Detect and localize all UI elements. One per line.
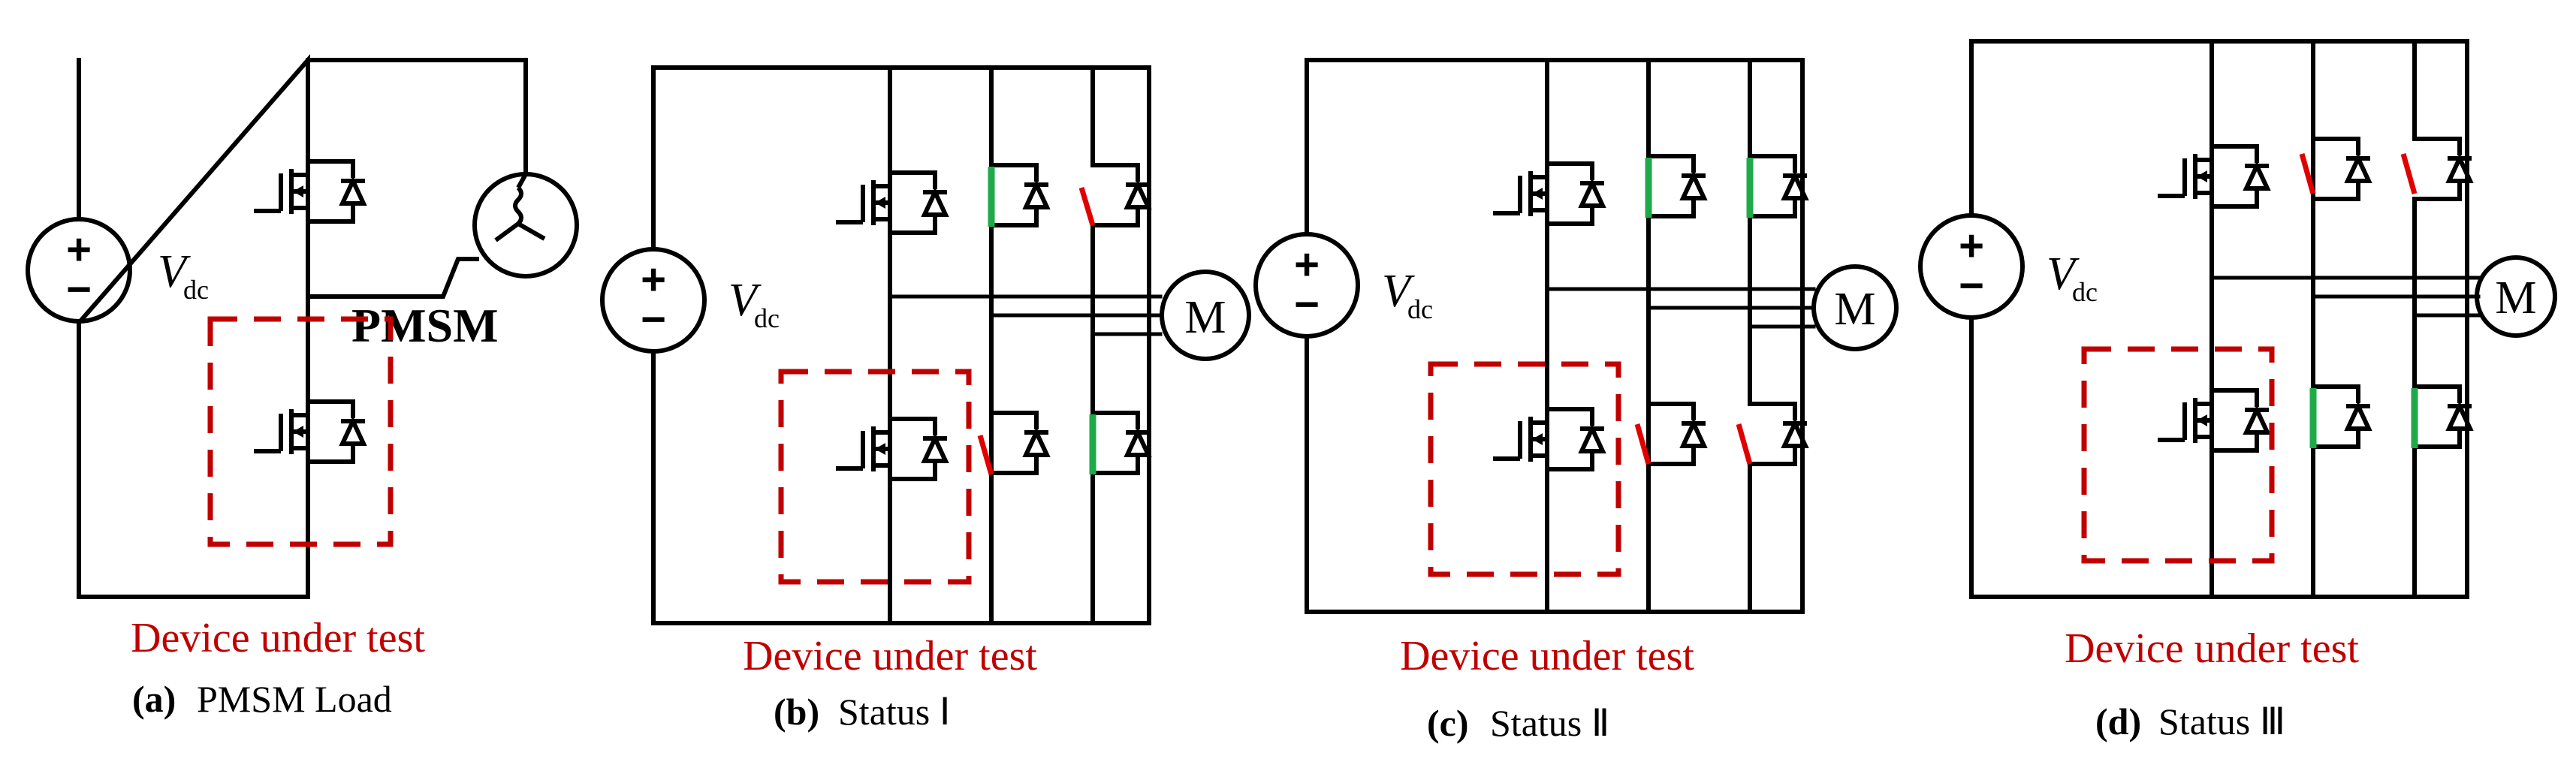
vdc-subscript: dc	[1407, 294, 1433, 324]
upper-diode-leg-3	[1750, 156, 1807, 216]
pmsm-label: PMSM	[351, 299, 499, 352]
motor-label: M	[2495, 273, 2536, 324]
dut-label: Device under test	[2065, 625, 2359, 672]
vdc-subscript: dc	[183, 275, 209, 305]
panel-a: + − V dc PMSM Device under test (a) PMSM…	[26, 53, 579, 720]
svg-text:−: −	[1294, 280, 1320, 329]
motor-icon	[1160, 270, 1251, 361]
open-switch-icon	[1078, 186, 1096, 227]
open-switch-icon	[2400, 153, 2418, 194]
panel-c: + − V dc M Device under test (c) Status …	[1253, 58, 1899, 744]
dut-box	[2081, 346, 2275, 564]
vdc-subscript: dc	[754, 303, 780, 333]
vdc-label: V	[158, 246, 191, 297]
open-switch-icon	[1634, 423, 1651, 465]
pmsm-motor-icon	[472, 172, 579, 279]
upper-diode-leg-3	[2415, 139, 2472, 199]
motor-label: M	[1834, 284, 1875, 335]
dut-box	[207, 316, 394, 547]
lower-diode-leg-2	[2313, 387, 2370, 447]
dc-source-icon	[1918, 213, 2025, 320]
caption-text: Status Ⅲ	[2158, 700, 2285, 742]
dut-label: Device under test	[1400, 633, 1694, 679]
caption-text: Status Ⅰ	[838, 691, 951, 733]
motor-icon	[2475, 255, 2557, 338]
open-switch-icon	[1736, 423, 1753, 465]
lower-diode-leg-3	[2415, 387, 2472, 447]
vdc-label: V	[728, 275, 762, 326]
open-switch-icon	[2299, 153, 2316, 194]
minus-sign: −	[66, 265, 92, 314]
svg-text:+: +	[1959, 221, 1984, 270]
dc-source-icon	[600, 247, 707, 354]
vdc-label: V	[1382, 266, 1415, 317]
motor-icon	[1811, 264, 1899, 351]
dut-box	[778, 369, 972, 585]
svg-text:−: −	[1959, 261, 1984, 310]
dc-source-icon	[1253, 232, 1360, 339]
upper-diode-leg-3	[1093, 165, 1150, 225]
vdc-subscript: dc	[2072, 277, 2098, 307]
motor-label: M	[1184, 292, 1226, 343]
lower-diode-leg-3	[1750, 404, 1807, 464]
lower-diode-leg-2	[1648, 404, 1706, 464]
caption-letter: (a)	[132, 678, 176, 720]
open-switch-icon	[977, 435, 994, 475]
vdc-label: V	[2047, 248, 2080, 300]
svg-text:+: +	[1294, 240, 1320, 289]
caption-letter: (b)	[774, 691, 819, 733]
upper-diode-leg-2	[991, 165, 1048, 225]
lower-diode-leg-3	[1093, 413, 1150, 473]
lower-diode-leg-2	[991, 413, 1048, 473]
caption-text: PMSM Load	[197, 678, 392, 720]
caption-text: Status Ⅱ	[1490, 702, 1609, 744]
upper-diode-leg-2	[2313, 139, 2370, 199]
panel-b: + − V dc M Device under test (b) Status …	[600, 65, 1251, 733]
svg-text:−: −	[641, 295, 666, 344]
dut-box	[1428, 361, 1621, 577]
svg-text:+: +	[641, 255, 666, 304]
dut-label: Device under test	[743, 633, 1037, 679]
caption-letter: (c)	[1427, 702, 1469, 744]
plus-sign: +	[66, 225, 92, 274]
caption-letter: (d)	[2095, 700, 2141, 742]
upper-diode-leg-2	[1648, 156, 1706, 216]
dc-source-icon	[26, 217, 132, 324]
panel-d: + − V dc M Device under test (d) Status …	[1918, 39, 2557, 742]
dut-label: Device under test	[131, 615, 425, 661]
